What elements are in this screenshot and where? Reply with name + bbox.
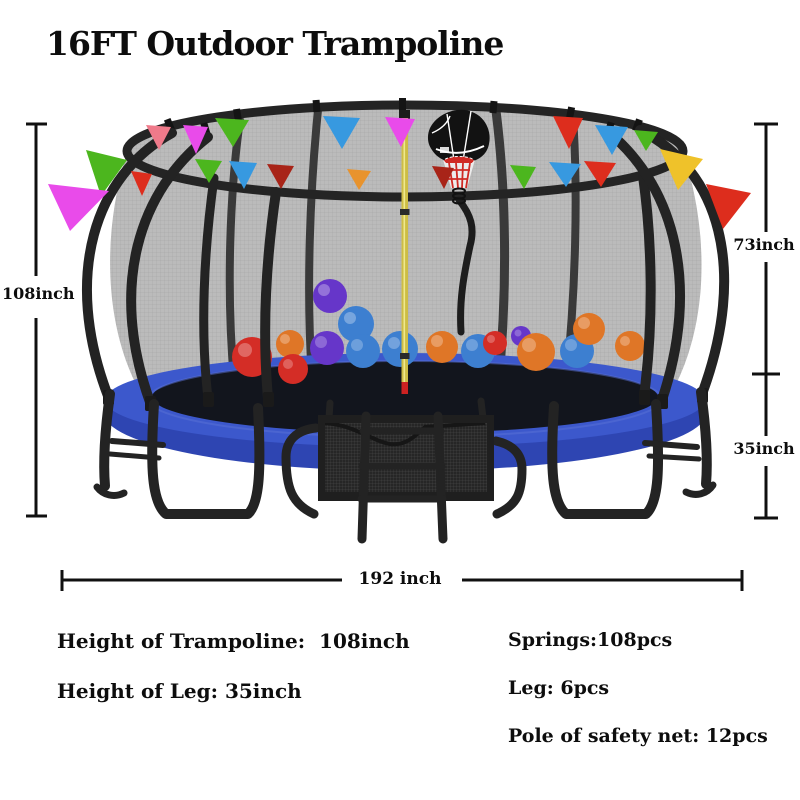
leg-brace bbox=[109, 438, 166, 448]
ball bbox=[483, 331, 507, 355]
leg-post bbox=[99, 389, 115, 491]
net-pole-icon bbox=[199, 173, 219, 403]
flag-pennant bbox=[86, 150, 127, 196]
ball-highlight bbox=[565, 339, 577, 351]
hoop-arm bbox=[455, 196, 476, 336]
ladder-rail bbox=[433, 411, 448, 544]
ball bbox=[313, 279, 347, 313]
ball-highlight bbox=[280, 334, 290, 344]
dim-line-height bbox=[26, 122, 47, 518]
dimension-label-diameter: 192 inch bbox=[358, 569, 442, 589]
net-pole-icon bbox=[126, 132, 213, 407]
ball bbox=[338, 306, 374, 342]
legs bbox=[93, 387, 717, 519]
net-pole-icon bbox=[260, 187, 281, 403]
spec-leg-height: Height of Leg: 35inch bbox=[57, 679, 302, 703]
spec-legs: Leg: 6pcs bbox=[508, 677, 610, 699]
spec-trampoline-height: Height of Trampoline: 108inch bbox=[57, 629, 410, 653]
flag-pennant bbox=[48, 184, 109, 231]
flag-pennant bbox=[385, 117, 415, 147]
spec-poles: Pole of safety net: 12pcs bbox=[508, 725, 768, 747]
dim-line-net-leg bbox=[752, 122, 780, 520]
flag-pennant bbox=[146, 125, 171, 150]
hoop-pole bbox=[399, 110, 410, 394]
hoop-logo bbox=[431, 110, 485, 162]
leg-post bbox=[696, 387, 712, 489]
flag-pennant bbox=[347, 169, 371, 190]
dimension-lines bbox=[26, 122, 780, 591]
spec-springs: Springs:108pcs bbox=[508, 629, 673, 651]
flag-pennant bbox=[323, 116, 360, 149]
jumping-mat bbox=[152, 361, 658, 433]
leg-brace bbox=[646, 453, 702, 462]
ball-highlight bbox=[514, 329, 522, 337]
leg-foot bbox=[682, 481, 717, 498]
pole-highlight bbox=[403, 120, 406, 382]
leg-brace bbox=[107, 451, 162, 461]
ball-highlight bbox=[487, 335, 495, 343]
ball-highlight bbox=[318, 284, 330, 296]
ball bbox=[517, 333, 555, 371]
leg-arch bbox=[491, 436, 527, 519]
flag-pennant bbox=[267, 164, 294, 189]
flag-pennant bbox=[634, 130, 658, 151]
dimension-label-leg-height: 35inch bbox=[733, 439, 795, 458]
flag-pennant bbox=[432, 166, 454, 189]
page-title: 16FT Outdoor Trampoline bbox=[46, 24, 504, 63]
ball bbox=[278, 354, 308, 384]
flag-pennant bbox=[553, 116, 583, 149]
net-pole-icon bbox=[607, 130, 685, 405]
net-pole-icon bbox=[82, 128, 177, 401]
flag-pennant bbox=[549, 162, 581, 187]
flag-pennant bbox=[215, 118, 249, 147]
ball bbox=[573, 313, 605, 345]
net-pole-icon bbox=[225, 116, 244, 384]
hoop-coil bbox=[452, 187, 466, 205]
dim-line-diameter bbox=[60, 570, 744, 591]
flag-pennant bbox=[660, 149, 703, 190]
ball-highlight bbox=[238, 343, 252, 357]
ball-highlight bbox=[283, 359, 293, 369]
ball bbox=[310, 331, 344, 365]
ball bbox=[276, 330, 304, 358]
basketball-hoop bbox=[427, 109, 490, 336]
pole-tip bbox=[401, 382, 408, 394]
net-pole-icon bbox=[635, 125, 730, 399]
leg-foot bbox=[93, 483, 128, 499]
ball-highlight bbox=[466, 339, 478, 351]
ladder-rail bbox=[357, 411, 371, 544]
flag-pennant bbox=[510, 165, 536, 189]
ball bbox=[426, 331, 458, 363]
flag-pennant bbox=[706, 184, 751, 229]
ball-highlight bbox=[431, 335, 443, 347]
ladder bbox=[357, 411, 448, 544]
flags bbox=[48, 116, 751, 231]
dimension-label-net-height: 73inch bbox=[733, 235, 795, 254]
dimension-label-total-height: 108inch bbox=[2, 284, 75, 303]
ball bbox=[346, 334, 380, 368]
ball bbox=[382, 331, 418, 367]
flag-pennant bbox=[595, 125, 628, 155]
flag-pennant bbox=[195, 159, 222, 183]
net-pole-icon bbox=[638, 171, 656, 401]
pole-cap bbox=[399, 110, 410, 120]
ball-highlight bbox=[522, 338, 536, 352]
pole-joint bbox=[400, 209, 410, 215]
ball bbox=[615, 331, 645, 361]
flag-pennant bbox=[584, 161, 616, 187]
ball-highlight bbox=[344, 312, 356, 324]
leg-arch bbox=[281, 423, 321, 519]
ball-highlight bbox=[351, 339, 363, 351]
net-pole-icon bbox=[305, 106, 322, 382]
flag-pennant bbox=[131, 171, 152, 196]
flag-pennant bbox=[229, 161, 257, 189]
ball-highlight bbox=[388, 337, 400, 349]
flag-pennant bbox=[183, 125, 208, 154]
pole-joint bbox=[400, 353, 410, 359]
ball-highlight bbox=[578, 317, 590, 329]
leg-brace bbox=[642, 440, 700, 450]
ball-highlight bbox=[620, 336, 630, 346]
ball-highlight bbox=[315, 336, 327, 348]
